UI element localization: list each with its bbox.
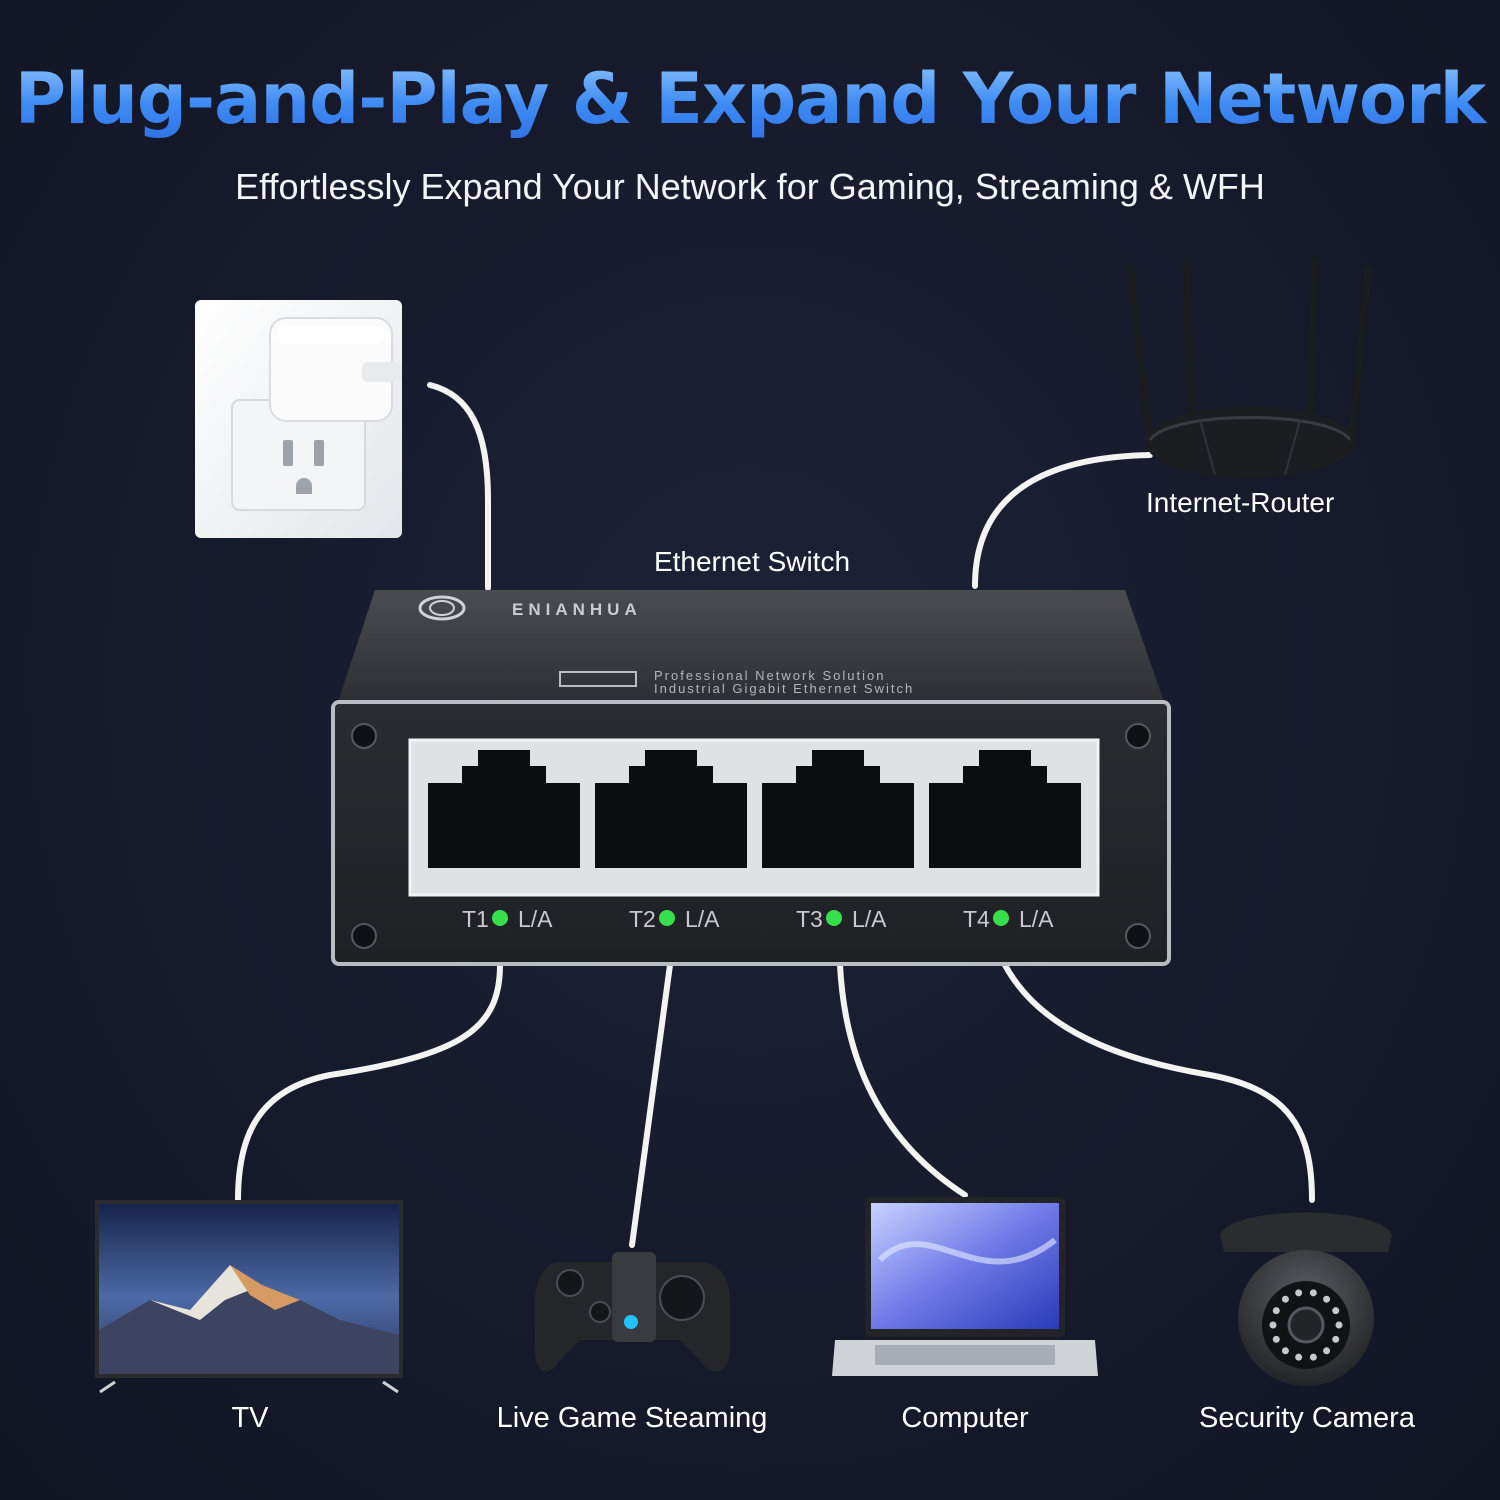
ethernet-switch-icon: [331, 590, 1171, 966]
ir-led-icon: [1272, 1307, 1280, 1315]
laptop-icon: [832, 1197, 1098, 1376]
ir-led-icon: [1295, 1353, 1303, 1361]
ir-led-icon: [1323, 1347, 1331, 1355]
camera-label: Security Camera: [1199, 1402, 1415, 1434]
charger-icon: [269, 317, 402, 422]
ir-led-icon: [1309, 1289, 1317, 1297]
ethernet-port-t2[interactable]: [595, 750, 747, 868]
tv-cable: [235, 962, 503, 1203]
ir-led-icon: [1332, 1307, 1340, 1315]
page-title: Plug-and-Play & Expand Your Network: [0, 58, 1500, 140]
ir-led-icon: [1272, 1335, 1280, 1343]
brand-logo-icon: [418, 595, 466, 621]
computer-label: Computer: [901, 1402, 1029, 1434]
ethernet-port-t4[interactable]: [929, 750, 1081, 868]
screw-icon: [351, 723, 1151, 949]
router-label: Internet-Router: [1146, 487, 1335, 518]
tv-label: TV: [231, 1402, 269, 1434]
camera-cable: [1002, 962, 1315, 1203]
gamepad-icon: [535, 1252, 730, 1372]
ethernet-ports: [428, 750, 1081, 868]
gamepad-cable: [629, 962, 673, 1248]
ir-led-icon: [1323, 1295, 1331, 1303]
ethernet-port-t3[interactable]: [762, 750, 914, 868]
cables: [235, 382, 1315, 1248]
router-cable: [972, 452, 1153, 589]
ir-led-icon: [1295, 1289, 1303, 1297]
gamepad-label: Live Game Steaming: [496, 1402, 768, 1434]
power-cable: [427, 382, 491, 591]
page-subtitle: Effortlessly Expand Your Network for Gam…: [235, 166, 1265, 207]
ethernet-switch-label: Ethernet Switch: [653, 546, 851, 577]
router-icon: [1126, 256, 1372, 478]
ir-led-icon: [1332, 1335, 1340, 1343]
security-camera-icon: [1220, 1212, 1392, 1386]
ir-led-icon: [1269, 1321, 1277, 1329]
tv-icon: [95, 1200, 403, 1394]
ir-led-icon: [1309, 1353, 1317, 1361]
ethernet-port-t1[interactable]: [428, 750, 580, 868]
computer-cable: [837, 962, 968, 1198]
ir-led-icon: [1335, 1321, 1343, 1329]
ir-led-icon: [1281, 1295, 1289, 1303]
ir-led-icon: [1281, 1347, 1289, 1355]
